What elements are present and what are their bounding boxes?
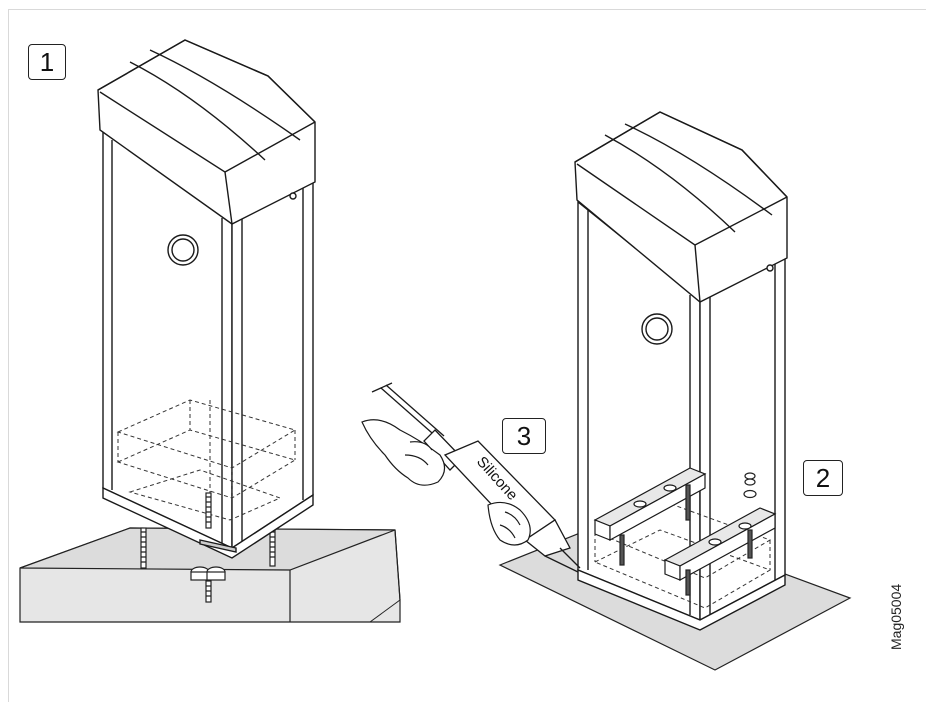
center-bolt-left xyxy=(205,492,212,529)
caulking-gun xyxy=(371,382,581,573)
frame-top-line xyxy=(8,9,926,10)
step-3-number: 3 xyxy=(516,420,532,451)
anchor-bolts-left xyxy=(140,527,276,603)
hand-left xyxy=(361,419,446,486)
barrier-housing-left xyxy=(97,39,316,559)
hand-right xyxy=(487,501,531,546)
step-2-label: 2 xyxy=(803,460,843,496)
nut-and-washer xyxy=(743,472,757,499)
anchor-bolts-right xyxy=(619,484,753,596)
step-3-label: 3 xyxy=(502,418,546,454)
step-1-label: 1 xyxy=(28,44,66,80)
step-2-number: 2 xyxy=(815,462,831,493)
mounting-rails xyxy=(593,467,777,582)
frame-left-line xyxy=(8,9,9,702)
document-code: Mag05004 xyxy=(888,583,904,650)
step-1-number: 1 xyxy=(39,46,55,77)
